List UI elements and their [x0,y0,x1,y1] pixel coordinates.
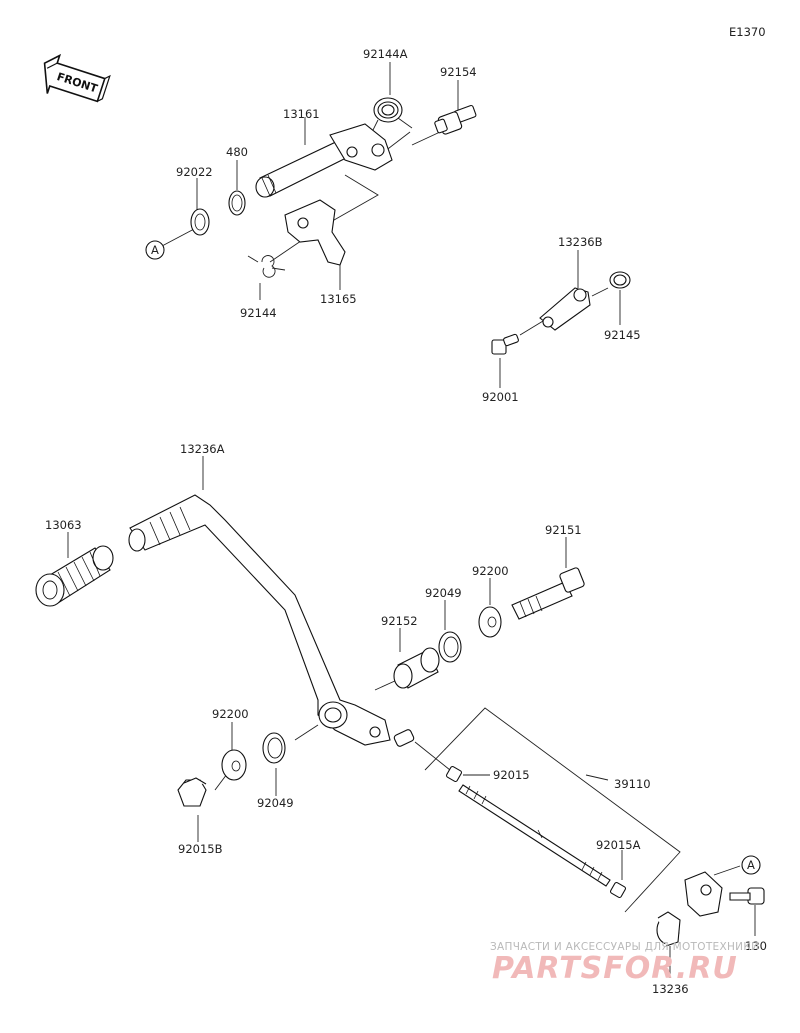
washer-92022 [190,208,210,236]
label-92200-upper: 92200 [472,564,509,578]
rod-end-13236 [656,911,681,947]
circlip-480 [228,190,246,216]
arm-13236B [539,287,591,331]
ref-a-top-circle [145,240,165,260]
washer-92200-lower [221,749,247,781]
front-arrow-icon: FRONT [43,53,111,103]
washer-92200-upper [478,606,502,638]
label-13236A: 13236A [180,442,225,456]
label-92151: 92151 [545,523,582,537]
bolt-92001 [491,333,519,355]
nut-92015 [445,765,463,783]
label-92144: 92144 [240,306,277,320]
arm-130 [684,871,765,917]
ref-a-top: A [151,243,159,257]
label-92015: 92015 [493,768,530,782]
label-13236B: 13236B [558,235,603,249]
spring-92145 [609,271,631,289]
tie-rod [458,784,611,887]
shaft-13161 [255,123,393,198]
label-13236: 13236 [652,982,689,996]
label-92144A: 92144A [363,47,408,61]
label-39110: 39110 [614,777,651,791]
spring-92144 [247,255,286,278]
label-13165: 13165 [320,292,357,306]
label-92015B: 92015B [178,842,223,856]
label-92152: 92152 [381,614,418,628]
label-92049-upper: 92049 [425,586,462,600]
ref-a-bottom: A [747,858,755,872]
seal-92049-upper [438,631,462,663]
spring-92144A [371,97,413,133]
label-92145: 92145 [604,328,641,342]
label-130: 130 [745,939,767,953]
seal-92049-lower [262,732,286,764]
label-92022: 92022 [176,165,213,179]
nut-92015A [609,881,627,899]
label-13161: 13161 [283,107,320,121]
label-13063: 13063 [45,518,82,532]
label-92200-lower: 92200 [212,707,249,721]
label-92001: 92001 [482,390,519,404]
watermark-logo: PARTSFOR.RU [492,951,738,986]
label-480: 480 [226,145,248,159]
bolt-92151 [511,567,585,620]
collar-92152 [393,647,440,689]
plate-13165 [284,199,346,266]
shift-pedal-13236A [128,494,415,747]
label-92049-lower: 92049 [257,796,294,810]
footpeg-rubber-13063 [35,545,114,607]
ref-a-bottom-circle [741,855,761,875]
label-92015A: 92015A [596,838,641,852]
nut-92015B [177,777,207,807]
diagram-code: E1370 [729,25,766,39]
label-92154: 92154 [440,65,477,79]
bolt-92154 [434,104,477,135]
watermark-tagline: ЗАПЧАСТИ И АКСЕССУАРЫ ДЛЯ МОТОТЕХНИКИ [490,941,759,953]
